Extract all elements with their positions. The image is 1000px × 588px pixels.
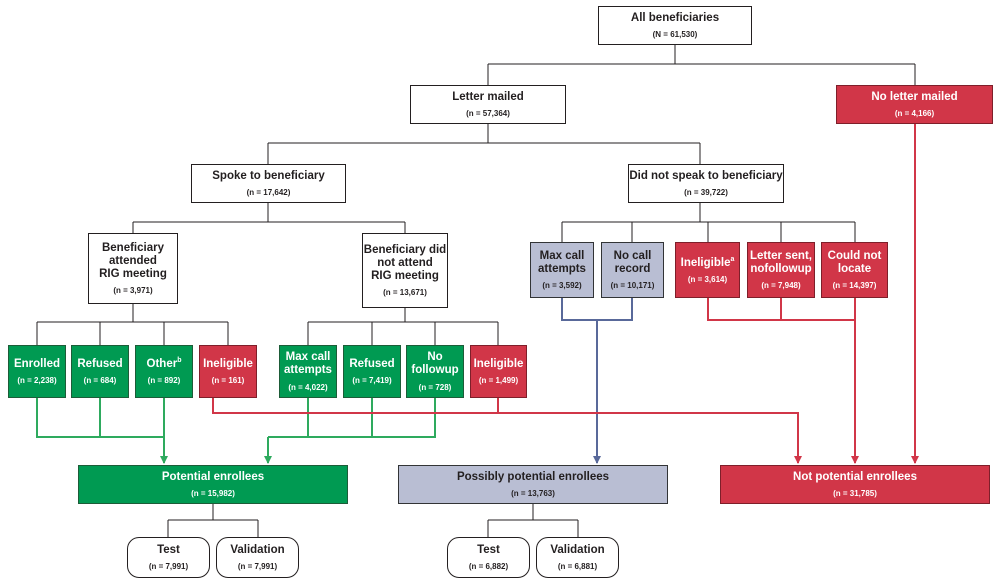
node-ineligible-2: Ineligible (n = 1,499) (470, 345, 527, 398)
node-potential-enrollees: Potential enrollees (n = 15,982) (78, 465, 348, 504)
node-other: Otherb (n = 892) (135, 345, 193, 398)
node-not-potential-enrollees: Not potential enrollees (n = 31,785) (720, 465, 990, 504)
node-could-not-locate: Could not locate (n = 14,397) (821, 242, 888, 298)
node-attended-rig: Beneficiary attended RIG meeting (n = 3,… (88, 233, 178, 304)
node-max-call-attempts-2: Max call attempts (n = 3,592) (530, 242, 594, 298)
node-refused-2: Refused (n = 7,419) (343, 345, 401, 398)
node-possibly-potential-enrollees: Possibly potential enrollees (n = 13,763… (398, 465, 668, 504)
node-test-1: Test (n = 7,991) (127, 537, 210, 578)
node-enrolled: Enrolled (n = 2,238) (8, 345, 66, 398)
node-test-2: Test (n = 6,882) (447, 537, 530, 578)
node-max-call-attempts-1: Max call attempts (n = 4,022) (279, 345, 337, 398)
node-did-not-speak: Did not speak to beneficiary (n = 39,722… (628, 164, 784, 203)
node-letter-sent-nofollowup: Letter sent, nofollowup (n = 7,948) (747, 242, 815, 298)
node-no-call-record: No call record (n = 10,171) (601, 242, 664, 298)
node-ineligible-1: Ineligible (n = 161) (199, 345, 257, 398)
node-all-beneficiaries: All beneficiaries (N = 61,530) (598, 6, 752, 45)
node-validation-1: Validation (n = 7,991) (216, 537, 299, 578)
red-connectors (212, 124, 919, 464)
node-ineligible-3: Ineligiblea (n = 3,614) (675, 242, 740, 298)
node-did-not-attend-rig: Beneficiary did not attend RIG meeting (… (362, 233, 448, 308)
gray-connectors (561, 298, 633, 464)
green-connectors (36, 398, 436, 464)
node-refused-1: Refused (n = 684) (71, 345, 129, 398)
node-validation-2: Validation (n = 6,881) (536, 537, 619, 578)
node-no-followup: No followup (n = 728) (406, 345, 464, 398)
node-no-letter-mailed: No letter mailed (n = 4,166) (836, 85, 993, 124)
node-letter-mailed: Letter mailed (n = 57,364) (410, 85, 566, 124)
node-spoke-to-beneficiary: Spoke to beneficiary (n = 17,642) (191, 164, 346, 203)
tree-lines (36, 45, 916, 537)
